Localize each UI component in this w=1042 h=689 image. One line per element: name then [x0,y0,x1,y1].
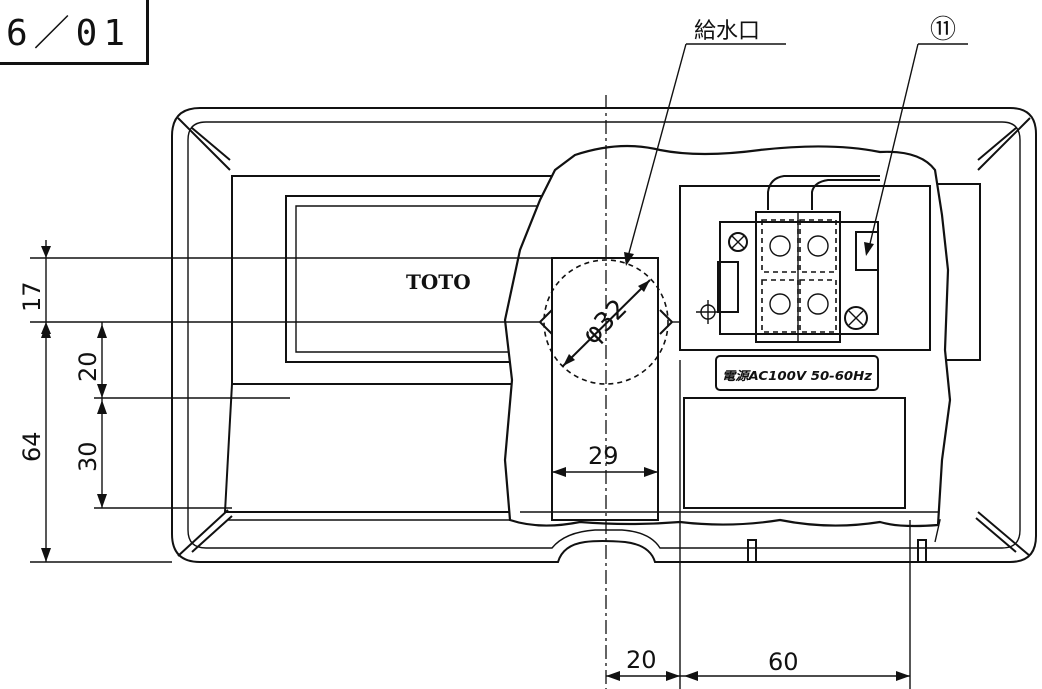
reference-lines [30,257,911,689]
dim-29 [552,467,658,477]
dim-64-label: 64 [18,431,46,462]
brand-logo: TOTO [406,270,471,294]
dim-60-label: 60 [768,648,799,676]
water-inlet-circle [539,259,673,385]
part-number-label: ⑪ [930,15,956,45]
dim-20-horizontal-label: 20 [626,646,657,674]
dim-30-label: 30 [74,441,102,472]
cutaway-section [503,144,952,528]
water-inlet-label: 給水口 [694,19,760,44]
power-label-text: 電源AC100V 50-60Hz [722,369,873,383]
dim-20-vertical [97,322,107,398]
dim-30 [97,398,107,508]
valve-assembly [696,175,880,343]
leader-part-11 [864,43,968,256]
sheet-number: 6／01 [6,13,132,54]
leader-water-inlet [624,43,786,266]
dim-20-vertical-label: 20 [74,351,102,382]
dim-17-label: 17 [18,281,46,312]
bottom-tabs [747,539,927,562]
sheet-number-box: 6／01 [0,0,149,65]
dim-60 [680,671,910,681]
power-label-plate [715,355,879,391]
dim-29-label: 29 [588,442,619,470]
dim-64 [41,322,51,562]
housing-outline [171,107,1037,563]
dim-20-horizontal [606,671,680,681]
